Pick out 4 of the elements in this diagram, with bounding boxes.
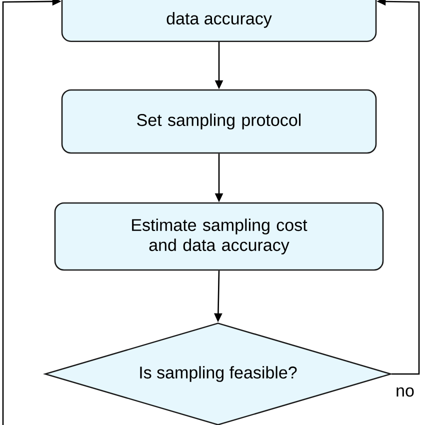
process-box: Set sampling protocol — [61, 89, 377, 154]
process-box: Estimate sampling cost and data accuracy — [54, 202, 384, 271]
edge-label: no — [394, 386, 416, 398]
process-box: data accuracy — [61, 0, 377, 42]
